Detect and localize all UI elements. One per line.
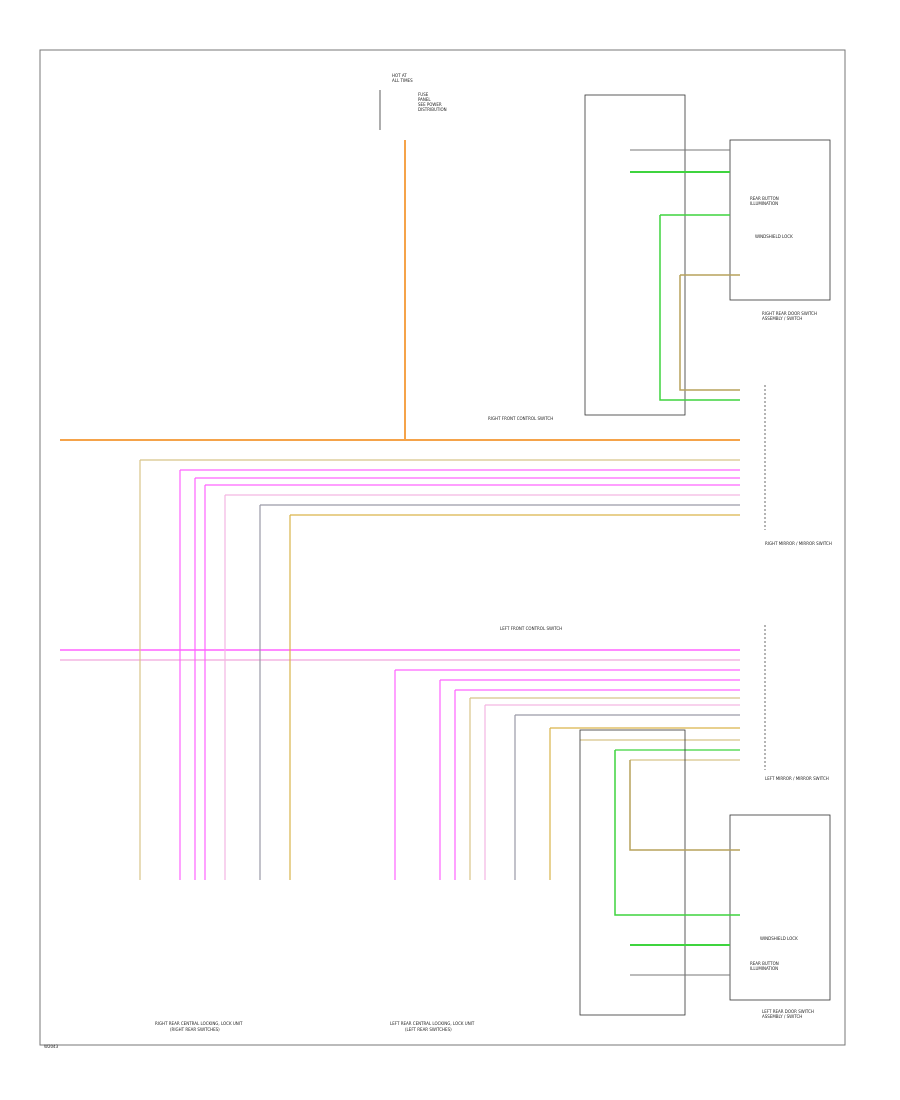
fuse-label-1: FUSE bbox=[418, 92, 429, 97]
bottom-group-label-2-sub: (LEFT REAR SWITCHES) bbox=[405, 1027, 452, 1032]
lower-vertical-wires bbox=[394, 670, 551, 880]
hot-label-1: HOT AT bbox=[392, 73, 407, 78]
left-front-switch-label: LEFT FRONT CONTROL SWITCH bbox=[500, 626, 562, 631]
bottom-group-label-1: RIGHT REAR CENTRAL LOCKING, LOCK UNIT bbox=[155, 1021, 243, 1026]
hot-label-2: ALL TIMES bbox=[392, 78, 413, 83]
right-front-switch-label: RIGHT FRONT CONTROL SWITCH bbox=[488, 416, 553, 421]
windshield-label-bottom: WINDSHIELD LOCK bbox=[760, 936, 798, 941]
diagram-frame bbox=[39, 49, 846, 1046]
right-rear-door-switch-module: REAR BUTTON ILLUMINATION WINDSHIELD LOCK… bbox=[584, 94, 831, 416]
rear-button-label-bottom: REAR BUTTON bbox=[750, 961, 779, 966]
illumination-label-top: ILLUMINATION bbox=[750, 201, 778, 206]
illumination-label-bottom: ILLUMINATION bbox=[750, 966, 778, 971]
footer-code: W2043 bbox=[44, 1044, 59, 1049]
fuse-panel: HOT AT ALL TIMES FUSE PANEL SEE POWER DI… bbox=[379, 73, 447, 130]
windshield-label-top: WINDSHIELD LOCK bbox=[755, 234, 793, 239]
module-label-top-2: ASSEMBLY / SWITCH bbox=[762, 316, 802, 321]
module-label-bottom: LEFT REAR DOOR SWITCH bbox=[762, 1009, 814, 1014]
bottom-group-label-2: LEFT REAR CENTRAL LOCKING, LOCK UNIT bbox=[390, 1021, 475, 1026]
module-label-top: RIGHT REAR DOOR SWITCH bbox=[762, 311, 817, 316]
left-mirror-connector: LEFT FRONT CONTROL SWITCH LEFT MIRROR / … bbox=[395, 625, 829, 781]
upper-vertical-wires bbox=[139, 460, 291, 880]
left-rear-door-switch-module: WINDSHIELD LOCK REAR BUTTON ILLUMINATION… bbox=[579, 729, 831, 1019]
rear-button-label-top: REAR BUTTON bbox=[750, 196, 779, 201]
bottom-group-label-1-sub: (RIGHT REAR SWITCHES) bbox=[170, 1027, 220, 1032]
right-mirror-connector: RIGHT FRONT CONTROL SWITCH RIGHT MIRROR … bbox=[140, 385, 832, 546]
right-mirror-label: RIGHT MIRROR / MIRROR SWITCH bbox=[765, 541, 832, 546]
fuse-label-4: DISTRIBUTION bbox=[418, 107, 447, 112]
fuse-label-2: PANEL bbox=[418, 97, 431, 102]
left-mirror-label: LEFT MIRROR / MIRROR SWITCH bbox=[765, 776, 829, 781]
fuse-label-3: SEE POWER bbox=[418, 102, 442, 107]
green-loop-top bbox=[659, 214, 740, 401]
module-label-bottom-2: ASSEMBLY / SWITCH bbox=[762, 1014, 802, 1019]
green-loop-bottom bbox=[614, 750, 740, 916]
